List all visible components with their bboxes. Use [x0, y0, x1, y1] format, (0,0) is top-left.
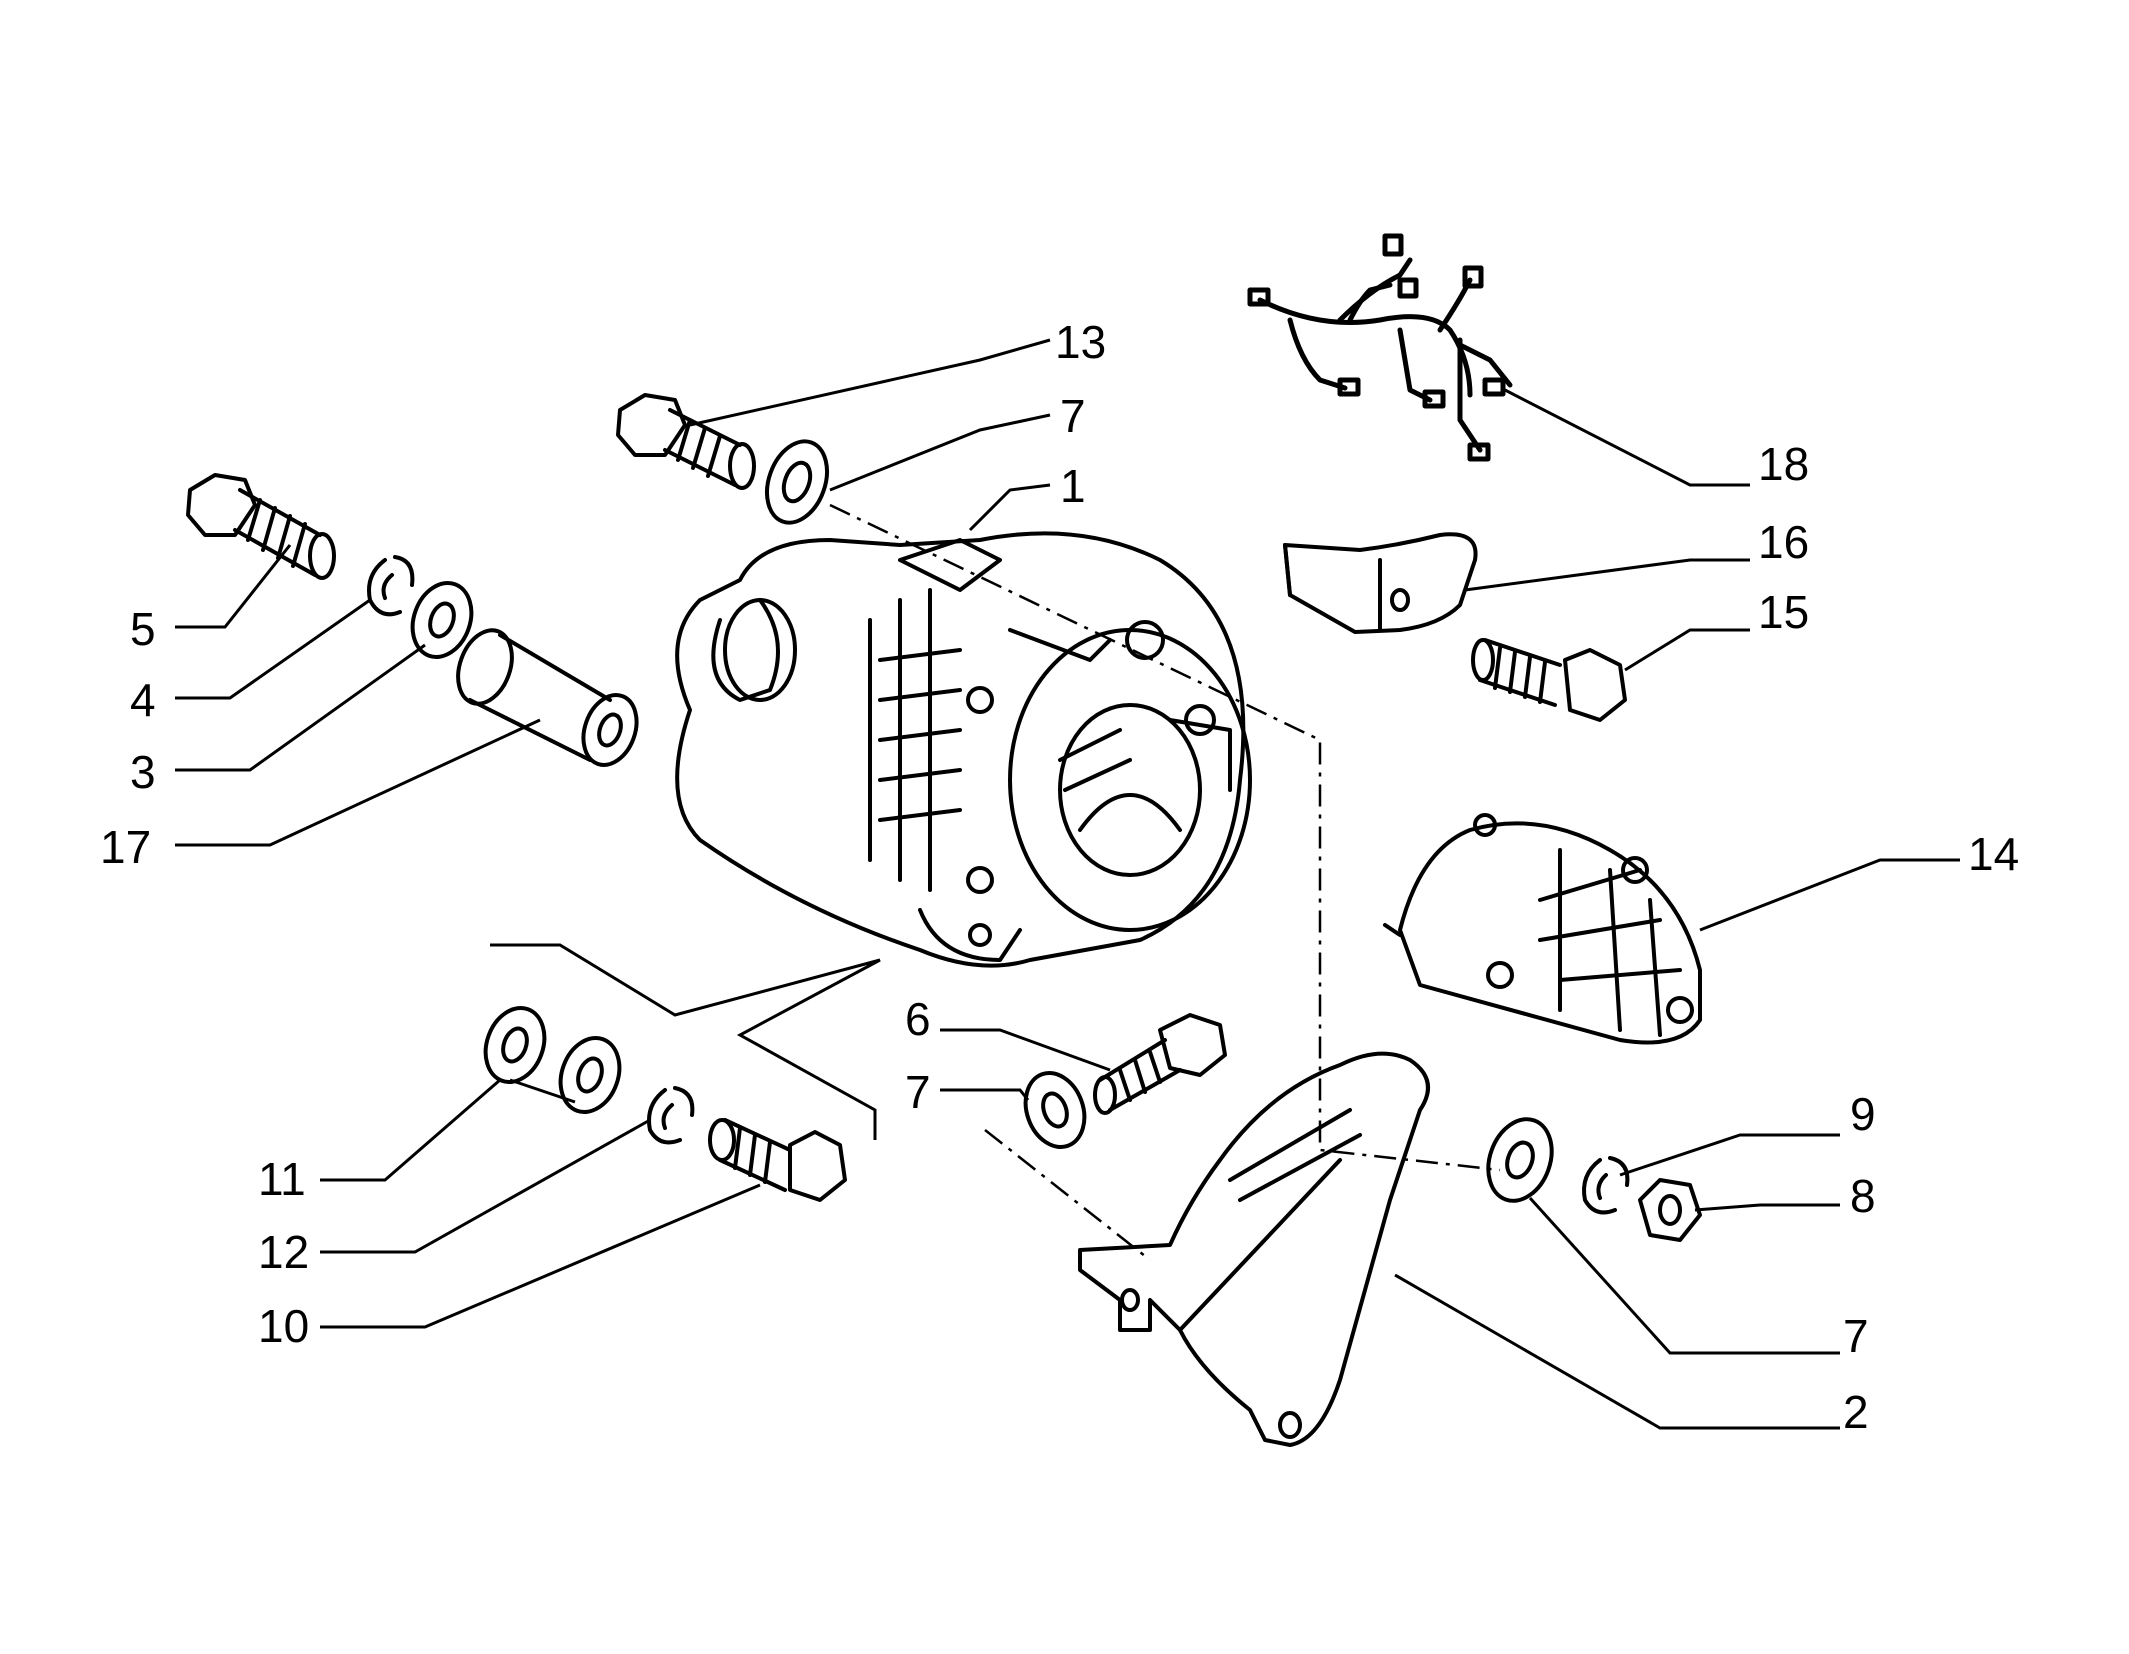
- label-part-12: 12: [258, 1226, 309, 1278]
- label-part-6: 6: [905, 993, 931, 1045]
- washer-part-7-right: [1486, 1117, 1554, 1203]
- alternator-part-1: [675, 531, 1252, 968]
- assembly-centerlines: [829, 503, 1501, 1261]
- label-part-1: 1: [1060, 460, 1086, 512]
- spacer-part-17: [456, 628, 639, 767]
- label-part-16: 16: [1758, 516, 1809, 568]
- label-part-2: 2: [1843, 1386, 1869, 1438]
- label-part-4: 4: [130, 674, 156, 726]
- lock-washer-part-4: [367, 555, 415, 617]
- rear-cover-part-14: [1383, 813, 1702, 1045]
- label-part-5: 5: [130, 603, 156, 655]
- label-part-3: 3: [130, 746, 156, 798]
- label-part-7-right: 7: [1843, 1310, 1869, 1362]
- washer-part-7-top: [765, 439, 829, 525]
- label-part-10: 10: [258, 1300, 309, 1352]
- bracket-part-2: [1078, 1051, 1430, 1447]
- label-part-8: 8: [1850, 1170, 1876, 1222]
- lock-washer-part-12: [647, 1086, 695, 1145]
- washers-part-11: [483, 1006, 622, 1114]
- wiring-harness-part-18: [1247, 233, 1513, 462]
- nut-part-8: [1638, 1178, 1702, 1242]
- leader-lines: [175, 338, 1960, 1430]
- label-part-14: 14: [1968, 828, 2019, 880]
- bolt-part-10: [708, 1118, 847, 1202]
- label-part-17: 17: [100, 821, 151, 873]
- break-marker: [490, 943, 881, 1140]
- part-number-labels: 13 7 1 5 4 3 17 18 16 15 14 6 7 11 12 10…: [100, 316, 2019, 1438]
- lock-washer-part-9: [1582, 1156, 1630, 1215]
- bolt-part-5: [186, 473, 336, 580]
- clamp-part-16: [1283, 532, 1478, 634]
- label-part-11: 11: [258, 1153, 306, 1205]
- label-part-9: 9: [1850, 1088, 1876, 1140]
- label-part-7-middle: 7: [905, 1066, 931, 1118]
- label-part-18: 18: [1758, 438, 1809, 490]
- washer-part-7-middle: [1023, 1071, 1087, 1149]
- bolt-part-6: [1093, 1013, 1227, 1115]
- bolt-part-13: [616, 393, 756, 490]
- washer-part-3: [410, 581, 474, 659]
- label-part-15: 15: [1758, 586, 1809, 638]
- label-part-13: 13: [1055, 316, 1106, 368]
- label-part-7-top: 7: [1060, 390, 1086, 442]
- bolt-part-15: [1471, 638, 1627, 722]
